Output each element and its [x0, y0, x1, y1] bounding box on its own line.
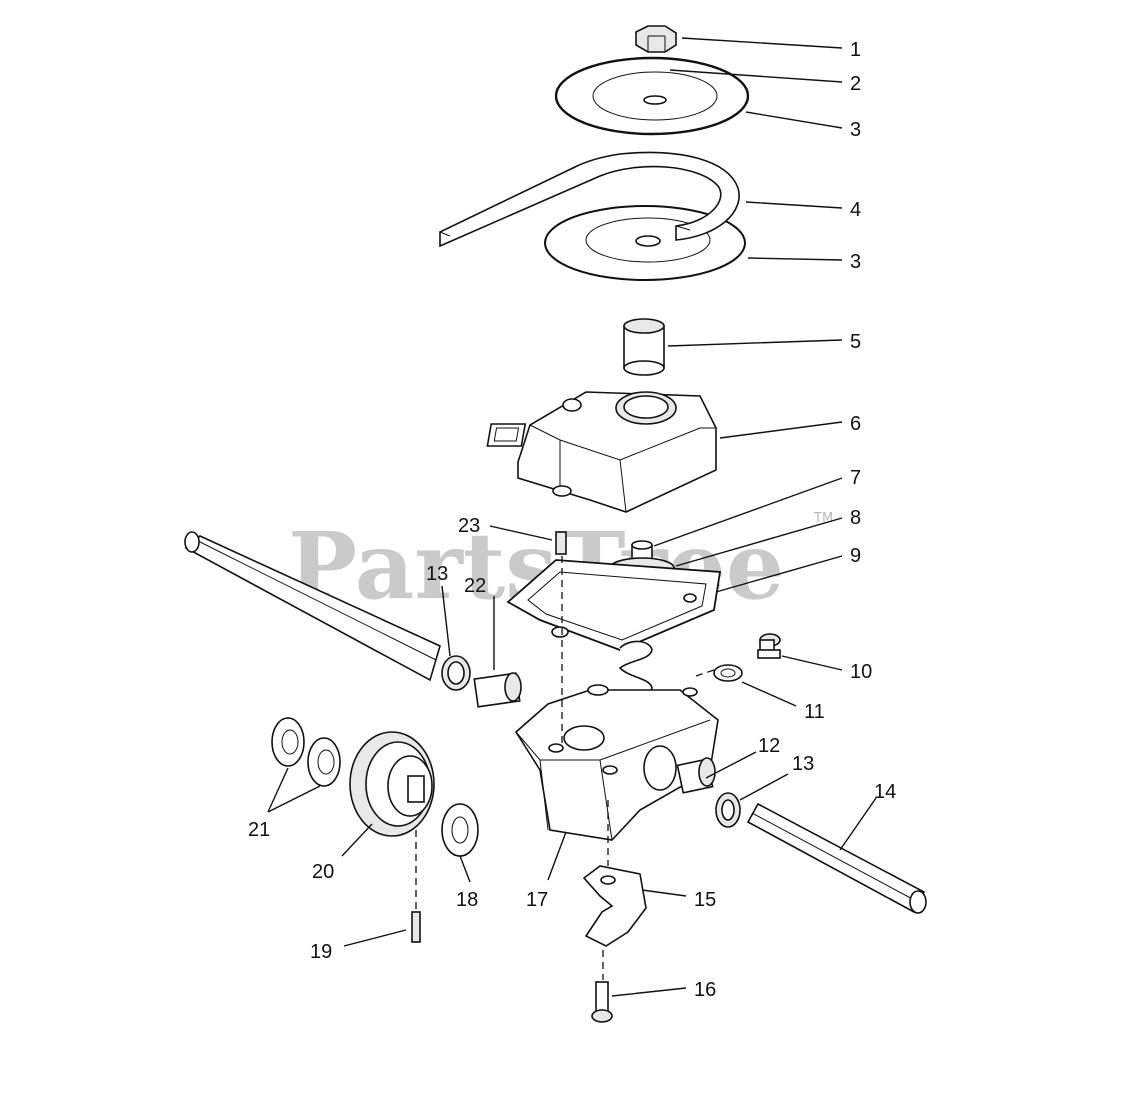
callout-10: 10 — [850, 661, 872, 683]
part-16-bolt — [591, 981, 613, 1023]
part-9-gasket — [506, 559, 722, 651]
part-13-seal-right — [715, 792, 741, 828]
callout-7: 7 — [850, 467, 861, 489]
callout-6: 6 — [850, 413, 861, 435]
part-23-pin — [555, 531, 567, 555]
part-19-pin — [411, 911, 421, 943]
callout-4: 4 — [850, 199, 861, 221]
part-12-bushing-right — [676, 757, 716, 794]
part-22-bushing — [473, 672, 522, 708]
left-axle-shaft — [184, 531, 441, 682]
callout-18: 18 — [456, 889, 478, 911]
part-3-upper-plate — [554, 56, 750, 136]
callout-22: 22 — [464, 575, 486, 597]
part-4-spiral-spring — [439, 151, 740, 248]
callout-1: 1 — [850, 39, 861, 61]
part-15-shift-fork — [582, 865, 647, 947]
part-5-bushing — [623, 318, 665, 376]
callout-21: 21 — [248, 819, 270, 841]
callout-3-upper: 3 — [850, 119, 861, 141]
part-10-screw — [757, 633, 781, 659]
part-21-washers — [271, 717, 341, 787]
callout-20: 20 — [312, 861, 334, 883]
callout-13-left: 13 — [426, 563, 448, 585]
alignment-line-clip — [695, 669, 715, 677]
part-17-gear-case — [514, 684, 719, 841]
part-6-housing-cover — [486, 391, 717, 513]
part-11-retaining-ring — [713, 664, 743, 682]
callout-19: 19 — [310, 941, 332, 963]
callout-9: 9 — [850, 545, 861, 567]
callout-12: 12 — [758, 735, 780, 757]
callout-8: 8 — [850, 507, 861, 529]
callout-14: 14 — [874, 781, 896, 803]
part-18-washer — [441, 803, 479, 857]
callout-15: 15 — [694, 889, 716, 911]
part-1-hex-nut — [635, 25, 677, 53]
callout-11: 11 — [804, 701, 825, 723]
part-20-gear — [349, 731, 435, 837]
callout-13-right: 13 — [792, 753, 814, 775]
leader-lines — [267, 37, 877, 997]
callout-3-lower: 3 — [850, 251, 861, 273]
callout-5: 5 — [850, 331, 861, 353]
callout-23: 23 — [458, 515, 480, 537]
callout-16: 16 — [694, 979, 716, 1001]
part-14-right-axle-shaft — [746, 802, 927, 914]
callout-numbers: 1 2 3 4 3 5 6 7 8 9 10 11 12 13 14 15 16… — [248, 39, 896, 1001]
part-13-seal-left — [441, 655, 471, 691]
callout-17: 17 — [526, 889, 548, 911]
callout-2: 2 — [850, 73, 861, 95]
